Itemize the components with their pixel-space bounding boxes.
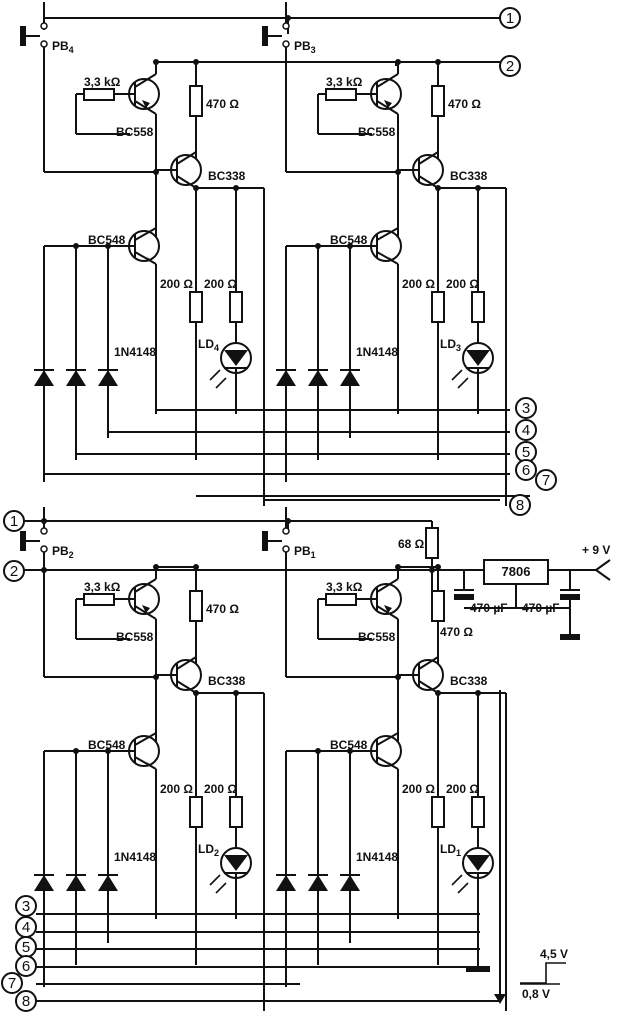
top-cell-3-labels: PB3 3,3 kΩ 470 Ω BC558 BC338 BC548 200 Ω… (294, 39, 488, 359)
node-marker (1, 972, 23, 994)
resistor-label: 200 Ω (204, 782, 237, 796)
node-marker (15, 990, 37, 1012)
node-label: 2 (10, 563, 18, 580)
diode-label: 1N4148 (356, 345, 398, 359)
resistor-label: 200 Ω (160, 277, 193, 291)
resistor-label: 200 Ω (402, 277, 435, 291)
resistor-label: 470 Ω (206, 602, 239, 616)
pushbutton-label: PB3 (294, 39, 316, 55)
transistor-label: BC558 (116, 630, 154, 644)
transistor-label: BC338 (208, 169, 246, 183)
node-label: 2 (506, 58, 514, 75)
transistor-label: BC338 (450, 169, 488, 183)
pushbutton-label: PB4 (52, 39, 74, 55)
node-label: 7 (542, 472, 550, 489)
transistor-label: BC338 (208, 674, 246, 688)
node-marker (509, 494, 531, 516)
led-label: LD2 (198, 842, 219, 858)
node-label: 5 (522, 444, 530, 461)
diode-label: 1N4148 (114, 850, 156, 864)
resistor-label: 470 Ω (440, 625, 473, 639)
capacitor-label: 470 µF (522, 601, 560, 615)
diode-label: 1N4148 (114, 345, 156, 359)
node-marker (3, 510, 25, 532)
resistor-label: 470 Ω (448, 97, 481, 111)
node-marker (15, 955, 37, 977)
capacitor-label: 470 µF (470, 601, 508, 615)
node-marker (3, 560, 25, 582)
transistor-label: BC548 (330, 738, 368, 752)
supply-label: + 9 V (582, 543, 610, 557)
pushbutton-label: PB1 (294, 544, 316, 560)
bottom-node-markers: 1 2 3 4 5 6 7 8 (1, 510, 37, 1012)
transistor-label: BC338 (450, 674, 488, 688)
node-label: 4 (522, 422, 530, 439)
node-marker (515, 459, 537, 481)
transistor-label: BC548 (330, 233, 368, 247)
transistor-label: BC558 (358, 630, 396, 644)
top-cell-4-labels: PB4 3,3 kΩ 470 Ω BC558 BC338 BC548 200 Ω… (52, 39, 246, 359)
node-label: 1 (506, 10, 514, 27)
node-label: 3 (22, 898, 30, 915)
node-label: 4 (22, 919, 30, 936)
top-node-markers: 1 2 3 4 5 6 7 8 (499, 7, 557, 516)
resistor-68-label: 68 Ω (398, 537, 425, 551)
resistor-label: 3,3 kΩ (84, 580, 121, 594)
resistor-label: 3,3 kΩ (84, 75, 121, 89)
resistor-label: 470 Ω (206, 97, 239, 111)
regulator-label: 7806 (502, 564, 531, 579)
resistor-label: 200 Ω (446, 277, 479, 291)
pushbutton-label: PB2 (52, 544, 74, 560)
resistor-label: 3,3 kΩ (326, 75, 363, 89)
bottom-cell-2-labels: PB2 3,3 kΩ 470 Ω BC558 BC338 BC548 200 Ω… (52, 544, 246, 864)
node-label: 6 (22, 958, 30, 975)
pulse-low-label: 0,8 V (522, 987, 550, 1001)
bottom-cell-1-labels: PB1 3,3 kΩ 470 Ω BC558 BC338 BC548 200 Ω… (294, 537, 610, 864)
pulse-high-label: 4,5 V (540, 947, 568, 961)
resistor-label: 3,3 kΩ (326, 580, 363, 594)
led-label: LD3 (440, 337, 461, 353)
resistor-label: 200 Ω (446, 782, 479, 796)
node-label: 8 (22, 993, 30, 1010)
led-label: LD1 (440, 842, 461, 858)
resistor-label: 200 Ω (160, 782, 193, 796)
transistor-label: BC558 (116, 125, 154, 139)
node-label: 8 (516, 497, 524, 514)
pulse-waveform: 4,5 V 0,8 V (520, 947, 568, 1001)
node-marker (499, 7, 521, 29)
resistor-label: 200 Ω (204, 277, 237, 291)
transistor-label: BC558 (358, 125, 396, 139)
node-marker (499, 55, 521, 77)
led-label: LD4 (198, 337, 219, 353)
node-marker (535, 469, 557, 491)
transistor-label: BC548 (88, 233, 126, 247)
node-label: 1 (10, 513, 18, 530)
node-marker (515, 419, 537, 441)
node-label: 7 (8, 975, 16, 992)
node-marker (515, 397, 537, 419)
diode-label: 1N4148 (356, 850, 398, 864)
node-label: 3 (522, 400, 530, 417)
node-label: 5 (22, 939, 30, 956)
resistor-label: 200 Ω (402, 782, 435, 796)
transistor-label: BC548 (88, 738, 126, 752)
node-label: 6 (522, 462, 530, 479)
